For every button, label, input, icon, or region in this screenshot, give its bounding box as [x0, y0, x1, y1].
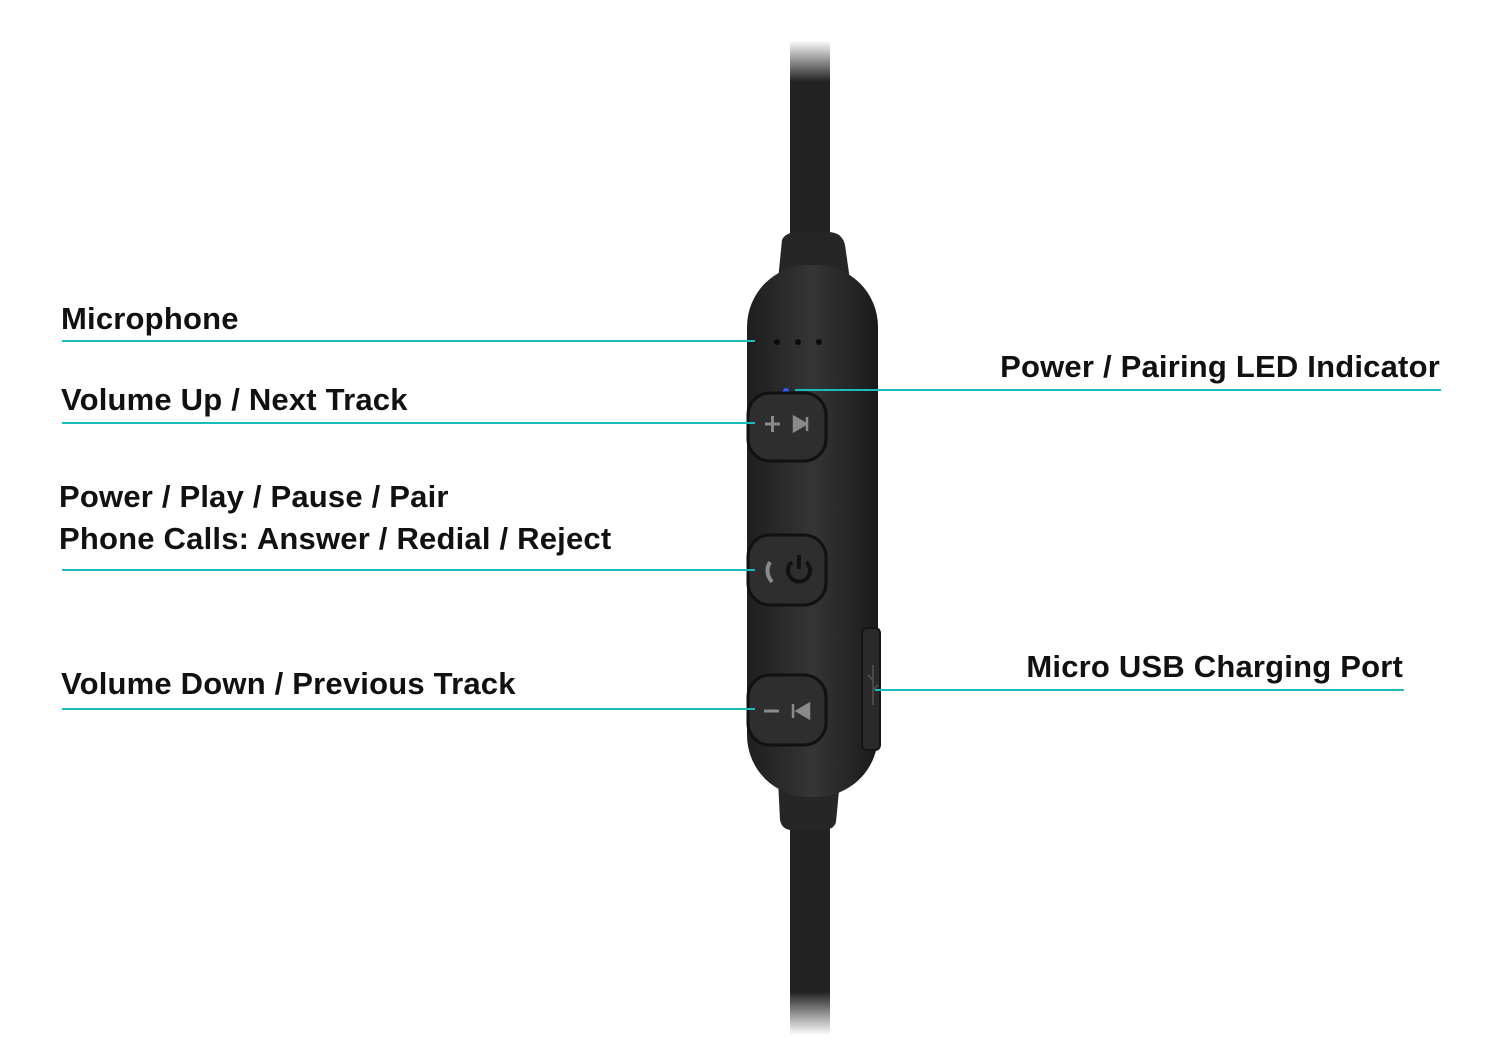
usb-leader-line — [875, 689, 1404, 691]
microphone-leader-line — [62, 340, 755, 342]
label-usb: Micro USB Charging Port — [1026, 649, 1403, 684]
label-led: Power / Pairing LED Indicator — [1000, 349, 1440, 384]
label-volume-down: Volume Down / Previous Track — [61, 666, 516, 701]
cable-bottom — [790, 820, 830, 1035]
previous-track-icon — [791, 701, 811, 721]
label-power-line1: Power / Play / Pause / Pair — [59, 479, 449, 514]
cable-top — [790, 40, 830, 250]
label-power-line2: Phone Calls: Answer / Redial / Reject — [59, 521, 612, 556]
power-button — [746, 533, 828, 607]
label-microphone: Microphone — [61, 301, 239, 336]
microphone-holes-icon — [774, 339, 822, 345]
volume-down-button — [746, 673, 828, 747]
volume-down-leader-line — [62, 708, 755, 710]
next-track-icon — [792, 414, 809, 434]
label-volume-up: Volume Up / Next Track — [61, 382, 408, 417]
power-leader-line — [62, 569, 755, 571]
led-leader-line — [795, 389, 1441, 391]
volume-up-leader-line — [62, 422, 755, 424]
phone-icon — [765, 560, 774, 584]
volume-up-button — [746, 391, 828, 463]
usb-icon — [867, 665, 879, 705]
plus-icon — [765, 416, 780, 432]
power-icon — [786, 555, 812, 584]
